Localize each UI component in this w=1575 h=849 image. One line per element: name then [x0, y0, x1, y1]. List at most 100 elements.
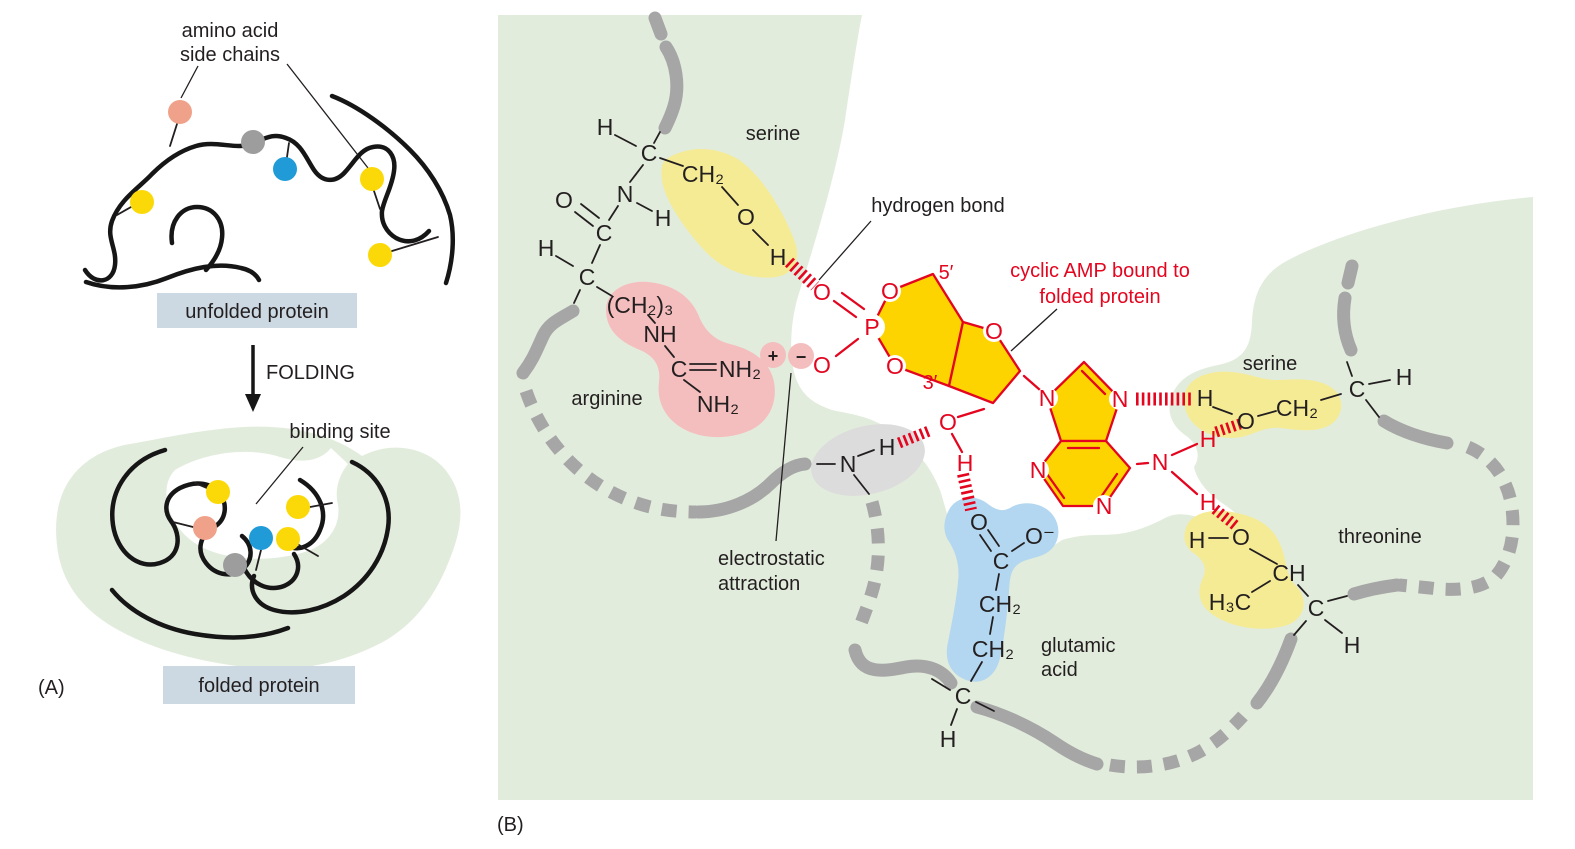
folded-protein-label-box: [163, 666, 355, 704]
atom-c-guanidinium: C: [671, 356, 688, 382]
folded-dot-salmon: [193, 516, 217, 540]
glu-h: H: [940, 726, 957, 752]
thr-h: H: [1344, 632, 1361, 658]
binding-pocket-white-blob: [791, 15, 1533, 551]
ser-r-h2: H: [1396, 364, 1413, 390]
binding-site-pointer: [255, 446, 304, 505]
serine-right-bonds: [1212, 361, 1391, 418]
folded-dot-gray: [223, 553, 247, 577]
atom-o: O: [737, 204, 755, 230]
carboxyl-oxygen: O: [970, 509, 988, 535]
folded-dot-yellow-3: [276, 527, 300, 551]
serine-left-residue: H C CH₂ O H N H O C H C: [538, 114, 787, 304]
threonine-highlight: [1184, 510, 1304, 629]
side-chains-label-line1: amino acid: [182, 20, 279, 42]
glu-ch2-1: CH₂: [979, 591, 1021, 617]
threonine-label: threonine: [1338, 526, 1421, 548]
folded-protein-chain: [109, 447, 391, 640]
atom-nh2-lower: NH₂: [697, 391, 739, 417]
protein-backbone: [516, 11, 1520, 774]
thr-h-hydroxyl: H: [1189, 527, 1206, 553]
side-chain-dot-blue: [273, 157, 297, 181]
atom-h-amide: H: [655, 205, 672, 231]
plus-charge-circle: [760, 342, 786, 368]
serine-left-bonds: [555, 131, 769, 304]
threonine-residue: H O CH H₃C C H: [1189, 524, 1361, 658]
adenine-n3: N: [1030, 457, 1047, 483]
binding-site-label: binding site: [289, 421, 390, 443]
amino-hydrogen-lower: H: [1200, 489, 1217, 515]
glu-c-alpha: C: [955, 683, 972, 709]
folding-label: FOLDING: [266, 362, 355, 384]
ser-r-h: H: [1197, 385, 1214, 411]
thr-h3c: H₃C: [1209, 589, 1252, 615]
arginine-label: arginine: [571, 388, 642, 410]
folded-protein-label: folded protein: [198, 675, 319, 697]
atom-c-alpha2: C: [579, 264, 596, 290]
atom-letter-discs: [859, 280, 1131, 517]
thr-c-alpha: C: [1308, 595, 1325, 621]
atom-c-alpha: C: [641, 140, 658, 166]
amino-hydrogen-upper: H: [1200, 426, 1217, 452]
folding-arrow: [245, 345, 261, 412]
atom-o-carbonyl: O: [555, 187, 573, 213]
electrostatic-label-line2: attraction: [718, 573, 800, 595]
serine-right-highlight: [1184, 371, 1342, 438]
phosphate-oxygen-double: O: [813, 279, 831, 305]
unfolded-protein-chain: [82, 93, 455, 290]
atom-ch2-3: (CH₂)₃: [607, 292, 674, 318]
arginine-highlight: [606, 281, 775, 438]
glu-ch2-2: CH₂: [972, 636, 1014, 662]
minus-charge: −: [796, 347, 807, 367]
folded-dot-blue: [249, 526, 273, 550]
side-chain-dot-salmon: [168, 100, 192, 124]
atom-c-carbonyl: C: [596, 220, 613, 246]
electrostatic-label-line1: electrostatic: [718, 548, 825, 570]
adenine-imidazole-ring: [1045, 360, 1122, 443]
threonine-bonds: [1208, 537, 1348, 636]
folded-dot-yellow-2: [286, 495, 310, 519]
serine-left-highlight: [661, 148, 798, 278]
glutamic-label-line2: acid: [1041, 659, 1078, 681]
unfolded-protein-label-box: [157, 293, 357, 328]
five-prime-label: 5′: [939, 262, 954, 284]
adenine-n1: N: [1096, 493, 1113, 519]
carboxyl-carbon: C: [993, 548, 1010, 574]
phosphorus-atom: P: [864, 314, 879, 340]
panel-a-tag: (A): [38, 677, 65, 699]
red-bonds: [832, 291, 1199, 500]
electrostatic-pointer: [775, 372, 792, 542]
side-chains-label-line2: side chains: [180, 44, 280, 66]
atom-nh: NH: [643, 321, 676, 347]
serine-left-label: serine: [746, 123, 800, 145]
ribose-oxygen: O: [985, 318, 1003, 344]
ring-oxygen-3prime: O: [886, 353, 904, 379]
atom-h-hydroxyl: H: [770, 244, 787, 270]
atom-n: N: [617, 181, 634, 207]
amino-nitrogen: N: [1152, 449, 1169, 475]
amide-bonds: [816, 449, 875, 495]
panel-b: P O O O O O O H 5′ 3′ N N N N N H H: [497, 11, 1533, 836]
amide-nitrogen: N: [840, 451, 857, 477]
glutamic-bonds: [931, 529, 1025, 726]
folded-dot-yellow-1: [206, 480, 230, 504]
glutamic-acid-highlight: [944, 497, 1059, 682]
amide-group: N H: [816, 434, 895, 495]
hydrogen-bond-hatches: [784, 257, 1242, 531]
adenine-n9: N: [1039, 385, 1056, 411]
camp-label-line2: folded protein: [1039, 286, 1160, 308]
atom-nh2-right: NH₂: [719, 356, 761, 382]
folded-side-chain-bonds: [172, 482, 333, 571]
arginine-residue: (CH₂)₃ NH C NH₂ NH₂ + −: [607, 292, 807, 417]
camp-label-line1: cyclic AMP bound to: [1010, 260, 1190, 282]
unfolded-side-chain-bonds: [116, 123, 439, 252]
carboxyl-oxygen-minus: O⁻: [1025, 523, 1055, 549]
atom-ch2: CH₂: [682, 161, 724, 187]
thr-ch: CH: [1272, 560, 1305, 586]
ribose-hydroxyl-hydrogen: H: [957, 450, 974, 476]
serine-right-label: serine: [1243, 353, 1297, 375]
side-chain-dot-yellow-2: [360, 167, 384, 191]
hydrogen-bond-pointer: [818, 220, 872, 281]
